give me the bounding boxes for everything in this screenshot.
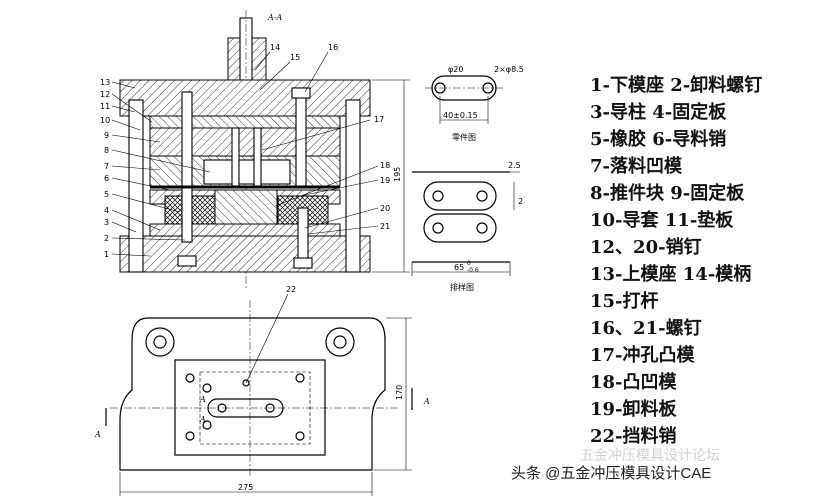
leader-lines-right	[261, 119, 379, 235]
strip-caption: 排样图	[450, 282, 474, 292]
dim-depth: 170	[395, 385, 404, 400]
legend-row: 12、20-销钉	[590, 237, 702, 258]
legend-row: 18-凸凹模	[590, 372, 677, 393]
watermark: 头条 @五金冲压模具设计CAE	[508, 462, 715, 483]
lower-die-base	[119, 235, 371, 273]
unloading-screw-head	[177, 255, 197, 267]
section-view: A-A	[100, 10, 410, 290]
fixing-plate	[149, 223, 341, 237]
piercing-punch-right	[253, 127, 262, 187]
label-14: 14	[270, 43, 280, 52]
legend-row: 22-挡料销	[590, 426, 677, 447]
label-7: 7	[104, 162, 109, 171]
watermark-background: 五金冲压模具设计论坛	[580, 447, 720, 463]
label-10: 10	[100, 116, 110, 125]
label-20: 20	[380, 204, 390, 213]
section-mark-left: A	[94, 430, 101, 439]
punch-plate	[149, 127, 341, 157]
part-pitch: 40±0.15	[443, 111, 478, 120]
label-1: 1	[104, 250, 109, 259]
label-15: 15	[290, 53, 300, 62]
ejector-block	[203, 159, 291, 185]
label-16: 16	[328, 43, 338, 52]
label-5: 5	[104, 190, 109, 199]
strip-edge: 2	[518, 197, 523, 206]
part-caption: 零件图	[452, 132, 476, 142]
part-hole-dia: φ20	[448, 65, 463, 74]
section-title: A-A	[267, 13, 282, 22]
legend-row: 3-导柱 4-固定板	[590, 102, 727, 123]
label-18: 18	[380, 161, 390, 170]
label-4: 4	[104, 206, 109, 215]
piercing-punch-left	[231, 127, 240, 187]
section-mark-inner-left: A	[199, 395, 206, 404]
height-dimension	[372, 79, 410, 273]
label-22: 22	[286, 285, 296, 294]
label-3: 3	[104, 218, 109, 227]
screw-21-head	[293, 257, 313, 269]
plan-guide-hole-left	[145, 327, 175, 357]
legend-row: 10-导套 11-垫板	[590, 210, 734, 231]
strip-width-tol-upper: 0	[467, 260, 471, 267]
label-17: 17	[374, 115, 384, 124]
plan-view: 22 A A A A 170 275	[94, 285, 430, 496]
label-2: 2	[104, 234, 109, 243]
plan-guide-hole-right	[325, 327, 355, 357]
label-19: 19	[380, 176, 390, 185]
part-drawing: φ20 2×φ8.5 40±0.15 零件图	[425, 65, 524, 142]
stop-pin	[242, 379, 250, 387]
label-13: 13	[100, 78, 110, 87]
legend-row: 5-橡胶 6-导料销	[590, 129, 727, 150]
part-numbers-left: 13 12 11 10 9 8 7 6 5 4 3 2 1	[100, 78, 110, 259]
legend-row: 7-落料凹模	[590, 156, 682, 177]
legend-row: 19-卸料板	[590, 399, 677, 420]
leader-lines-left	[111, 81, 211, 257]
strip-blank-lower	[423, 213, 497, 243]
legend-row: 1-下模座 2-卸料螺钉	[590, 75, 763, 96]
guide-post-left	[128, 99, 144, 273]
label-8: 8	[104, 146, 109, 155]
strip-blank-upper	[423, 181, 497, 211]
legend-row: 8-推件块 9-固定板	[590, 183, 745, 204]
leader-lines-top	[254, 51, 329, 93]
screw-16-head	[291, 87, 311, 99]
upper-die-base	[119, 79, 371, 117]
strip-width: 65	[454, 263, 464, 272]
parts-legend: 1-下模座 2-卸料螺钉 3-导柱 4-固定板 5-橡胶 6-导料销 7-落料凹…	[590, 72, 815, 450]
legend-row: 17-冲孔凸模	[590, 345, 695, 366]
label-12: 12	[100, 90, 110, 99]
legend-row: 13-上模座 14-模柄	[590, 264, 752, 285]
backing-plate	[149, 115, 341, 129]
legend-row: 15-打杆	[590, 291, 659, 312]
plan-outline	[119, 317, 386, 471]
dim-length: 275	[238, 483, 253, 492]
label-9: 9	[104, 131, 109, 140]
label-21: 21	[380, 222, 390, 231]
strip-width-tol-lower: -0.6	[467, 267, 479, 274]
part-small-holes: 2×φ8.5	[494, 65, 524, 74]
section-mark-right: A	[423, 397, 430, 406]
label-6: 6	[104, 174, 109, 183]
strip-gap: 2.5	[508, 161, 521, 170]
strip-layout: 2.5 2 65 0 -0.6 排样图	[411, 161, 523, 292]
label-11: 11	[100, 102, 110, 111]
legend-row: 16、21-螺钉	[590, 318, 702, 339]
dim-height: 195	[393, 167, 402, 182]
section-mark-inner-left-2: A	[199, 415, 206, 424]
